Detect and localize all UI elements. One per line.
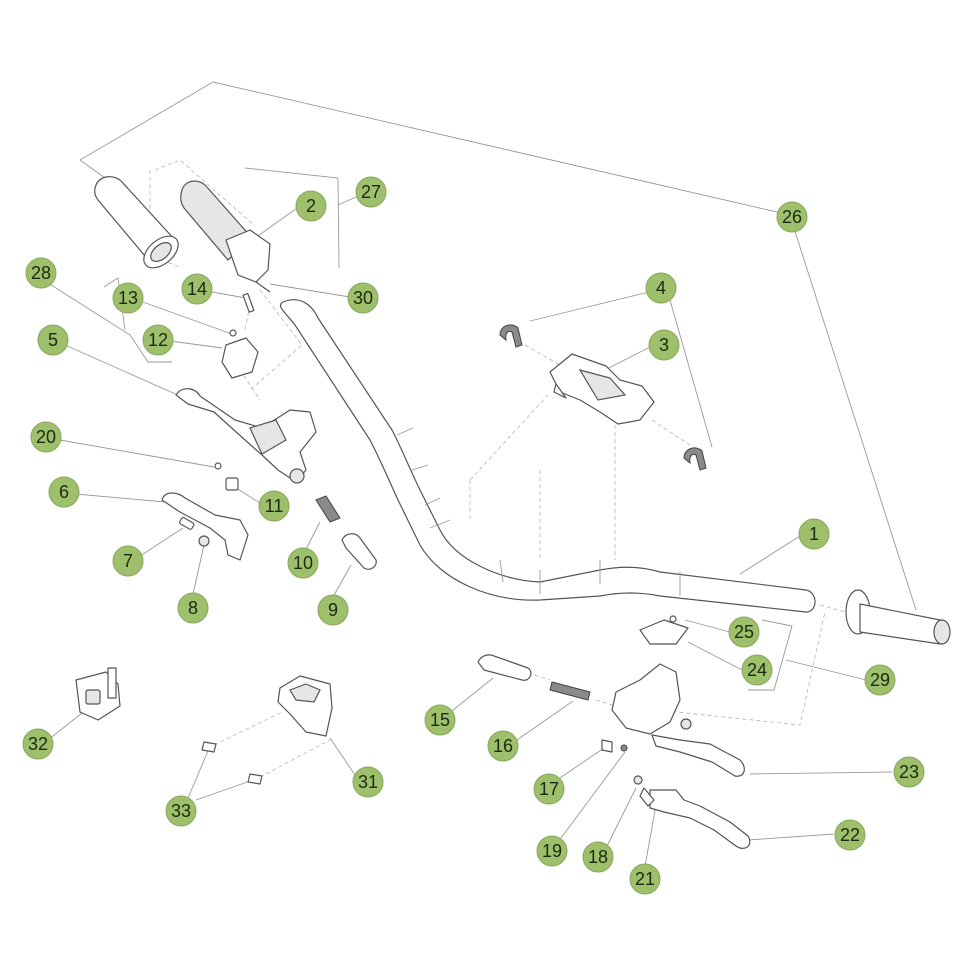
callout-19: 19 (536, 835, 568, 867)
callout-1: 1 (798, 518, 830, 550)
handlebar (279, 299, 816, 613)
svg-text:31: 31 (358, 772, 378, 792)
svg-text:28: 28 (31, 263, 51, 283)
callout-13: 13 (112, 282, 144, 314)
callout-6: 6 (48, 476, 80, 508)
svg-text:1: 1 (809, 524, 819, 544)
callout-11: 11 (258, 490, 290, 522)
callout-badges: 1 2 3 4 5 6 7 8 9 10 11 12 13 14 15 16 1… (22, 176, 925, 895)
left-grip (94, 176, 179, 269)
left-small-lever (161, 492, 249, 561)
callout-31: 31 (352, 766, 384, 798)
switch-32 (75, 667, 121, 721)
svg-text:27: 27 (361, 182, 381, 202)
svg-text:30: 30 (353, 288, 373, 308)
callout-10: 10 (287, 547, 319, 579)
right-grip (845, 589, 951, 645)
svg-text:6: 6 (59, 482, 69, 502)
callout-26: 26 (776, 201, 808, 233)
svg-text:8: 8 (188, 598, 198, 618)
callout-22: 22 (834, 819, 866, 851)
callout-5: 5 (37, 324, 69, 356)
switch-31 (201, 675, 333, 785)
assembly-lines (149, 159, 846, 778)
callout-8: 8 (177, 592, 209, 624)
callout-25: 25 (728, 616, 760, 648)
svg-text:24: 24 (747, 660, 767, 680)
left-lever-assembly (175, 388, 317, 491)
svg-text:17: 17 (539, 779, 559, 799)
svg-text:23: 23 (899, 762, 919, 782)
right-lever-assembly (611, 615, 745, 777)
callout-2: 2 (295, 190, 327, 222)
callout-33: 33 (165, 795, 197, 827)
svg-text:19: 19 (542, 841, 562, 861)
callout-15: 15 (424, 704, 456, 736)
throttle-parts (221, 292, 259, 379)
callout-3: 3 (648, 329, 680, 361)
svg-text:14: 14 (187, 279, 207, 299)
callout-20: 20 (30, 421, 62, 453)
throttle-grip (180, 180, 271, 293)
right-small-parts (477, 654, 628, 753)
callout-9: 9 (317, 594, 349, 626)
callout-14: 14 (181, 273, 213, 305)
callout-32: 32 (22, 728, 54, 760)
svg-text:18: 18 (588, 847, 608, 867)
svg-text:22: 22 (840, 825, 860, 845)
svg-text:20: 20 (36, 427, 56, 447)
callout-23: 23 (893, 756, 925, 788)
svg-text:9: 9 (328, 600, 338, 620)
callout-18: 18 (582, 841, 614, 873)
svg-text:33: 33 (171, 801, 191, 821)
callout-21: 21 (629, 863, 661, 895)
svg-text:11: 11 (265, 496, 284, 516)
svg-text:25: 25 (734, 622, 754, 642)
svg-text:3: 3 (659, 335, 669, 355)
right-small-lever (633, 775, 751, 849)
svg-text:10: 10 (293, 553, 313, 573)
left-small-parts (315, 495, 377, 570)
svg-text:7: 7 (123, 551, 133, 571)
svg-text:16: 16 (493, 736, 513, 756)
svg-text:2: 2 (306, 196, 316, 216)
callout-17: 17 (533, 773, 565, 805)
callout-28: 28 (25, 257, 57, 289)
leader-lines (47, 81, 917, 867)
callout-24: 24 (741, 654, 773, 686)
svg-text:32: 32 (28, 734, 48, 754)
callout-30: 30 (347, 282, 379, 314)
callout-27: 27 (355, 176, 387, 208)
u-bolts (499, 324, 707, 471)
callout-7: 7 (112, 545, 144, 577)
svg-text:26: 26 (782, 207, 802, 227)
handlebar-clamp (549, 353, 655, 425)
svg-text:21: 21 (635, 869, 655, 889)
callout-4: 4 (645, 272, 677, 304)
callout-29: 29 (864, 664, 896, 696)
svg-text:29: 29 (870, 670, 890, 690)
svg-text:4: 4 (656, 278, 666, 298)
svg-text:13: 13 (118, 288, 138, 308)
callout-12: 12 (142, 324, 174, 356)
svg-text:5: 5 (48, 330, 58, 350)
svg-text:15: 15 (430, 710, 450, 730)
svg-text:12: 12 (148, 330, 168, 350)
callout-16: 16 (487, 730, 519, 762)
